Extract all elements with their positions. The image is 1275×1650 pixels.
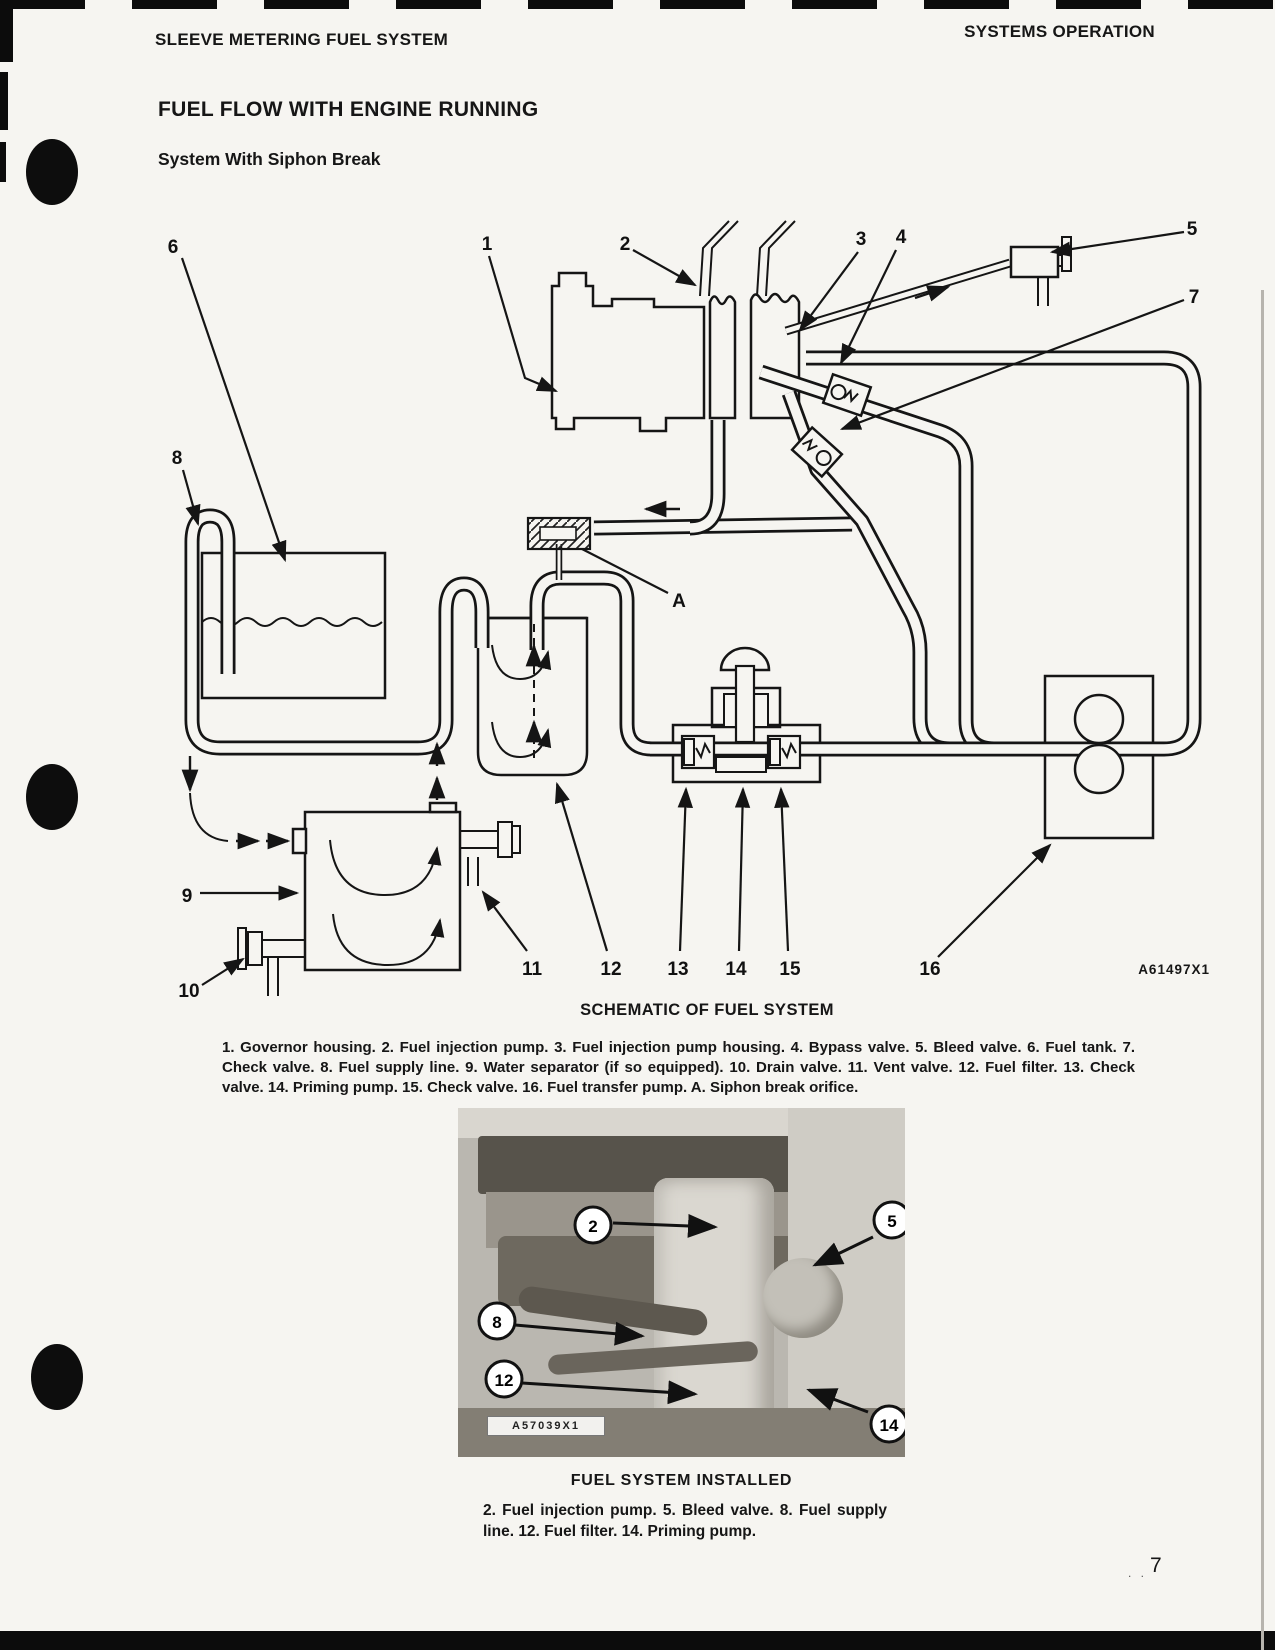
callout-11: 11: [522, 959, 543, 980]
callout-13: 13: [667, 959, 688, 980]
callout-9: 9: [182, 886, 193, 907]
priming-pump-plunger: [719, 646, 771, 744]
page-subtitle: System With Siphon Break: [158, 149, 381, 169]
photo-callout-2: 2: [588, 1217, 597, 1236]
fuel-filter: [476, 616, 589, 777]
callout-15: 15: [779, 959, 801, 980]
photo-callout-5: 5: [887, 1212, 896, 1231]
fuel-system-schematic: 1 2 3 4 5 6 7 8 9 10 11 12 13 14 15 16 A: [168, 219, 1275, 1002]
check-valve-7: [790, 425, 844, 479]
photo-legend: 2. Fuel injection pump. 5. Bleed valve. …: [483, 1502, 887, 1540]
callout-5: 5: [1187, 219, 1198, 240]
vent-valve: [460, 821, 521, 886]
section-header-left: SLEEVE METERING FUEL SYSTEM: [155, 30, 449, 49]
fuel-injection-lines: [699, 220, 796, 297]
injection-pump-tower: [708, 295, 737, 420]
fuel-transfer-pump: [1043, 674, 1155, 840]
photo-callout-12: 12: [495, 1371, 514, 1390]
callout-2: 2: [620, 234, 631, 255]
photo-callouts: 2 5 8 12 14: [477, 1200, 905, 1444]
priming-pump-port: [715, 756, 767, 773]
scan-edge-right: [1261, 290, 1264, 1650]
filter-element: [491, 624, 552, 759]
callout-3: 3: [856, 229, 867, 250]
photo-priming-pump: [763, 1258, 843, 1338]
separator-outlet-nipple: [428, 801, 458, 814]
scan-edge-bottom: [0, 1631, 1275, 1650]
scan-edge-top: [0, 0, 1275, 9]
punch-hole: [26, 764, 78, 830]
scan-edge-left: [0, 0, 13, 62]
callout-12: 12: [600, 959, 621, 980]
callout-8: 8: [172, 448, 183, 469]
punch-hole: [26, 139, 78, 205]
page-dots: . .: [1128, 1566, 1148, 1580]
flow-arrows: [181, 285, 951, 850]
callout-A: A: [672, 591, 686, 612]
section-header-right: SYSTEMS OPERATION: [964, 22, 1155, 41]
callout-labels: 1 2 3 4 5 6 7 8 9 10 11 12 13 14 15 16 A: [168, 219, 1200, 1002]
priming-pump-knob: [719, 646, 771, 672]
photo-caption: FUEL SYSTEM INSTALLED: [570, 1472, 793, 1489]
check-valve-13: [680, 734, 716, 770]
water-separator: [237, 801, 521, 996]
engine-governor-housing: [550, 220, 801, 433]
page-number: 7: [1150, 1554, 1162, 1577]
bypass-valve: [821, 372, 873, 418]
callout-4: 4: [896, 227, 907, 248]
photo-callout-8: 8: [492, 1313, 501, 1332]
photo-callout-14: 14: [880, 1416, 899, 1435]
punch-hole: [31, 1344, 83, 1410]
callout-16: 16: [919, 959, 940, 980]
callout-leaders: [180, 230, 1185, 986]
scan-edge-left: [0, 142, 6, 182]
separator-inlet-port: [291, 827, 308, 855]
callout-14: 14: [725, 959, 747, 980]
check-valve-15: [766, 734, 802, 770]
callout-6: 6: [168, 237, 179, 258]
drain-valve: [237, 927, 305, 996]
callout-1: 1: [482, 234, 493, 255]
callout-7: 7: [1189, 287, 1200, 308]
figure-code: A61497X1: [1138, 962, 1210, 977]
transfer-pump-gears: [1073, 693, 1125, 795]
callout-10: 10: [178, 981, 199, 1002]
photo-figure-code: A57039X1: [487, 1416, 605, 1436]
schematic-legend: 1. Governor housing. 2. Fuel injection p…: [222, 1039, 1135, 1096]
fuel-system-photo: 2 5 8 12 14 A57039X1: [458, 1108, 905, 1457]
photo-callout-circles: 2 5 8 12 14: [477, 1200, 905, 1444]
page-title: FUEL FLOW WITH ENGINE RUNNING: [158, 98, 539, 121]
siphon-break-orifice: [526, 516, 592, 551]
scan-edge-left: [0, 72, 8, 130]
schematic-caption: SCHEMATIC OF FUEL SYSTEM: [580, 1001, 834, 1019]
bleed-valve: [1009, 236, 1072, 306]
